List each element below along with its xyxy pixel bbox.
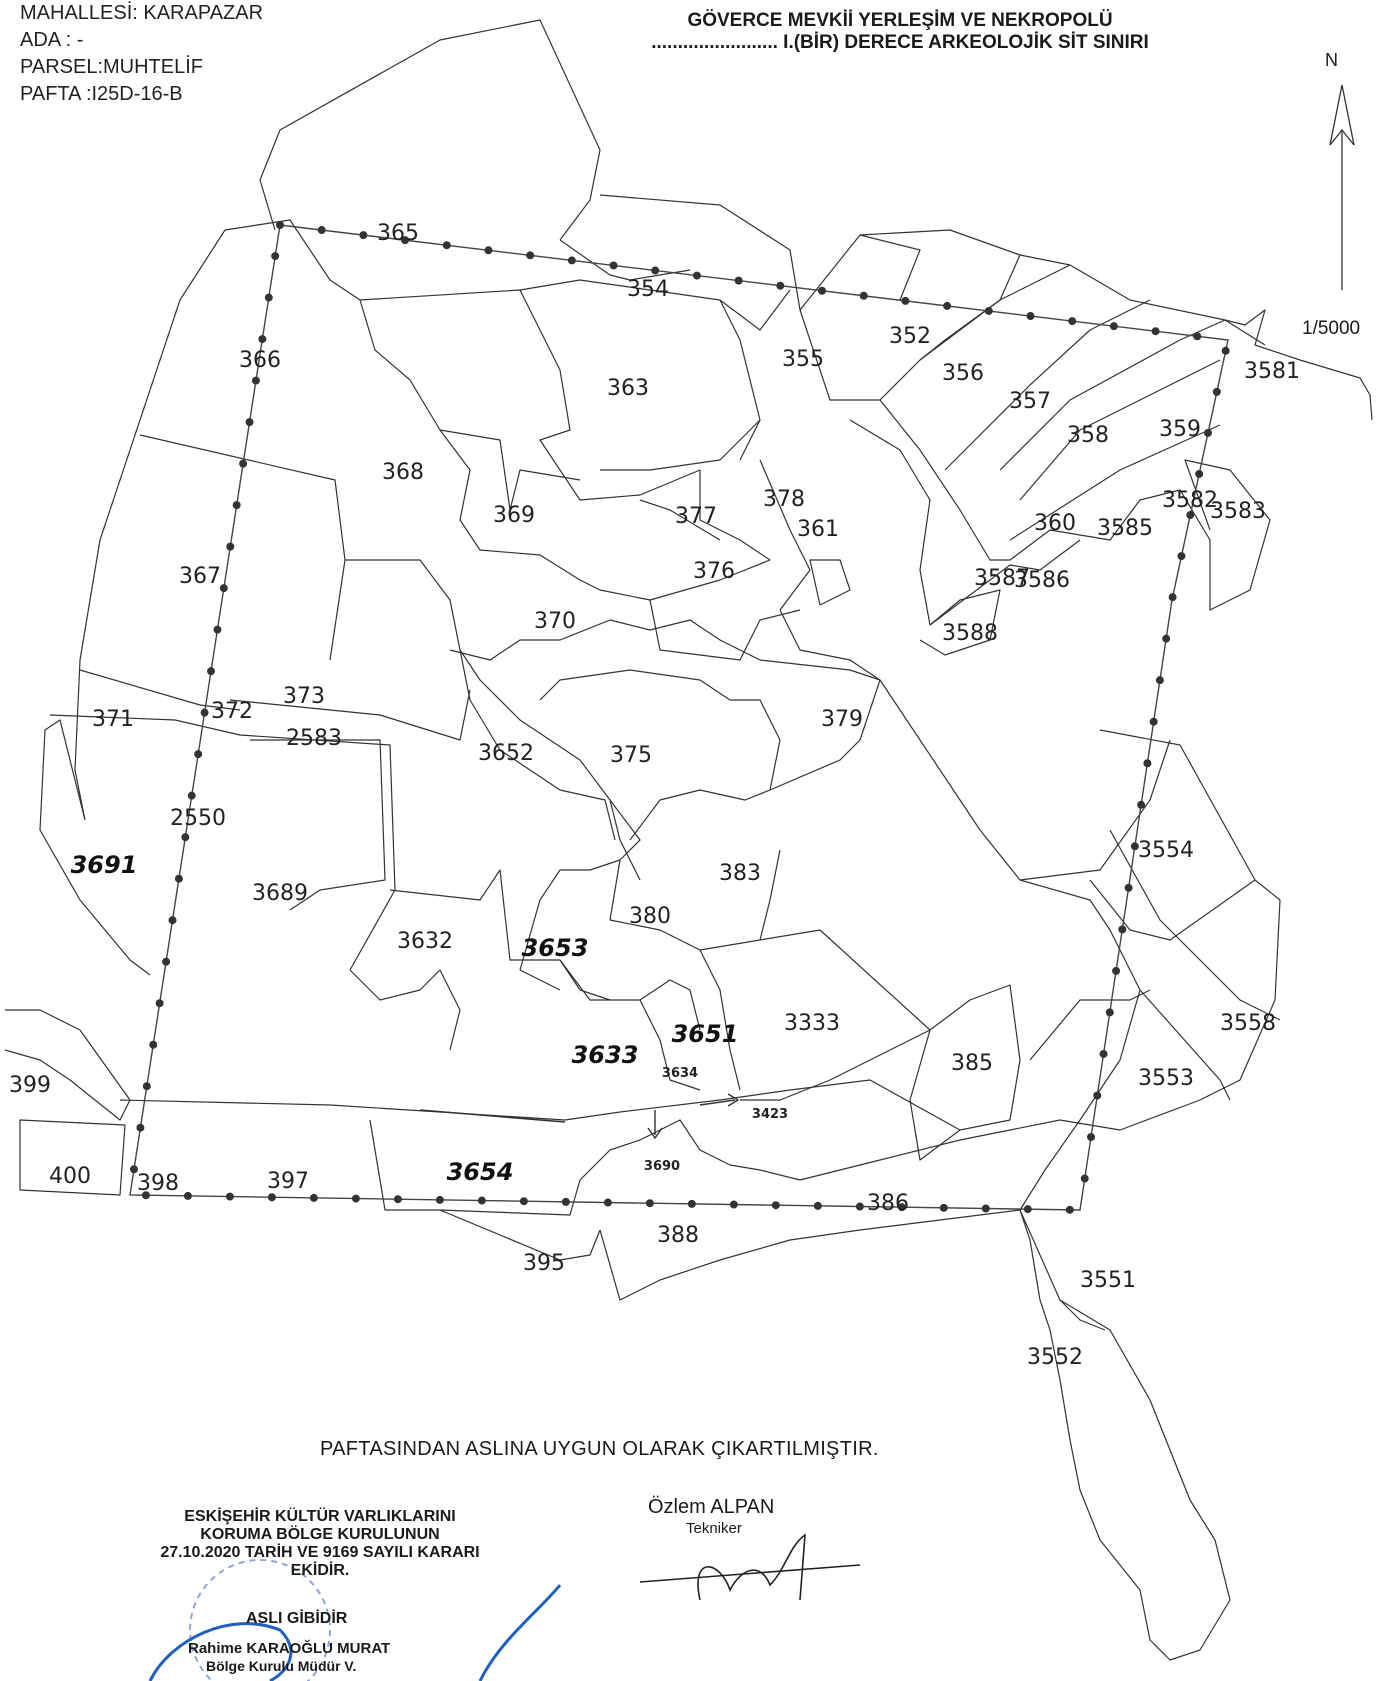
parcel-line: PARSEL:MUHTELİF <box>20 56 203 78</box>
parcel-label-372: 372 <box>211 699 253 724</box>
parcel-label-358: 358 <box>1067 423 1109 448</box>
parcel-label-3652: 3652 <box>478 741 534 766</box>
parcel-labels: 365 354 352 366 363 355 356 357 358 359 3581 368 369… <box>9 221 1300 1370</box>
parcel-label-3552: 3552 <box>1027 1345 1083 1370</box>
technician-signature <box>639 1533 861 1601</box>
certified-copy-label: ASLI GİBİDİR <box>246 1610 348 1627</box>
parcel-label-3588: 3588 <box>942 621 998 646</box>
parcel-label-3633: 3633 <box>572 1041 639 1069</box>
north-arrow-icon <box>1329 84 1355 290</box>
site-boundary <box>125 220 1233 1215</box>
scale-label: 1/5000 <box>1302 318 1361 339</box>
parcel-label-3690: 3690 <box>644 1159 680 1174</box>
parcel-label-3654: 3654 <box>447 1158 514 1186</box>
parcel-label-368: 368 <box>382 460 424 485</box>
parcel-label-385: 385 <box>951 1051 993 1076</box>
parcel-label-356: 356 <box>942 361 984 386</box>
location-header: MAHALLESİ: KARAPAZAR ADA : - PARSEL:MUHT… <box>20 0 263 108</box>
parcel-label-383: 383 <box>719 861 761 886</box>
parcel-label-357: 357 <box>1009 389 1051 414</box>
parcel-label-3558: 3558 <box>1220 1011 1276 1036</box>
parcel-label-2550: 2550 <box>170 806 226 831</box>
parcel-boundaries <box>4 19 1373 1661</box>
technician-title: Tekniker <box>686 1520 742 1537</box>
director-name: Rahime KARAOĞLU MURAT <box>188 1640 391 1657</box>
north-label: N <box>1325 50 1338 70</box>
block-line: ADA : - <box>20 29 84 51</box>
official-stamp <box>189 1559 331 1681</box>
director-title: Bölge Kurulu Müdür V. <box>206 1658 357 1674</box>
parcel-label-3689: 3689 <box>252 881 308 906</box>
parcel-label-363: 363 <box>607 376 649 401</box>
director-signature <box>148 1584 562 1681</box>
parcel-label-360: 360 <box>1034 511 1076 536</box>
title-line-2: ........................ I.(BİR) DERECE … <box>651 32 1149 53</box>
footer-note: PAFTASINDAN ASLINA UYGUN OLARAK ÇIKARTIL… <box>320 1438 879 1460</box>
parcel-label-373: 373 <box>283 684 325 709</box>
parcel-label-379: 379 <box>821 707 863 732</box>
parcel-label-399: 399 <box>9 1073 51 1098</box>
parcel-label-3586: 3586 <box>1014 568 1070 593</box>
district-line: MAHALLESİ: KARAPAZAR <box>20 2 264 24</box>
parcel-label-3582: 3582 <box>1162 488 1218 513</box>
parcel-label-3653: 3653 <box>522 934 589 962</box>
parcel-label-370: 370 <box>534 609 576 634</box>
parcel-label-354: 354 <box>627 277 669 302</box>
parcel-label-375: 375 <box>610 743 652 768</box>
decision-line-3: 27.10.2020 TARİH VE 9169 SAYILI KARARI <box>160 1544 480 1561</box>
parcel-label-3634: 3634 <box>662 1066 698 1081</box>
parcel-label-3551: 3551 <box>1080 1268 1136 1293</box>
parcel-label-369: 369 <box>493 503 535 528</box>
sheet-line: PAFTA :I25D-16-B <box>20 83 183 105</box>
decision-line-1: ESKİŞEHİR KÜLTÜR VARLIKLARINI <box>184 1508 456 1525</box>
decision-line-2: KORUMA BÖLGE KURULUNUN <box>200 1526 440 1543</box>
parcel-label-398: 398 <box>137 1171 179 1196</box>
south-road <box>419 1109 566 1123</box>
parcel-label-388: 388 <box>657 1223 699 1248</box>
parcel-label-400: 400 <box>49 1164 91 1189</box>
parcel-label-378: 378 <box>763 487 805 512</box>
parcel-label-359: 359 <box>1159 417 1201 442</box>
arrow-3690-icon <box>647 1110 663 1140</box>
parcel-label-3333: 3333 <box>784 1011 840 1036</box>
parcel-label-3554: 3554 <box>1138 838 1194 863</box>
parcel-label-367: 367 <box>179 564 221 589</box>
parcel-label-355: 355 <box>782 347 824 372</box>
parcel-label-377: 377 <box>675 504 717 529</box>
parcel-label-380: 380 <box>629 904 671 929</box>
parcel-label-386: 386 <box>867 1191 909 1216</box>
parcel-label-365: 365 <box>377 221 419 246</box>
parcel-label-3553: 3553 <box>1138 1066 1194 1091</box>
parcel-label-371: 371 <box>92 707 134 732</box>
parcel-label-3651: 3651 <box>672 1020 739 1048</box>
parcel-label-366: 366 <box>239 348 281 373</box>
title-line-1: GÖVERCE MEVKİİ YERLEŞİM VE NEKROPOLÜ <box>687 10 1113 31</box>
parcel-label-352: 352 <box>889 324 931 349</box>
parcel-label-2583: 2583 <box>286 726 342 751</box>
technician-name: Özlem ALPAN <box>648 1496 775 1518</box>
parcel-label-3583: 3583 <box>1210 499 1266 524</box>
parcel-label-376: 376 <box>693 559 735 584</box>
parcel-label-395: 395 <box>523 1251 565 1276</box>
parcel-label-3581: 3581 <box>1244 359 1300 384</box>
parcel-label-361: 361 <box>797 517 839 542</box>
arrow-3423-icon <box>699 1093 740 1107</box>
parcel-label-3691: 3691 <box>71 851 138 879</box>
parcel-label-3587: 3587 <box>974 566 1030 591</box>
parcel-label-3423: 3423 <box>752 1107 788 1122</box>
decision-line-4: EKİDİR. <box>290 1562 350 1579</box>
decision-block: ESKİŞEHİR KÜLTÜR VARLIKLARINI KORUMA BÖL… <box>120 1508 520 1580</box>
map-title: GÖVERCE MEVKİİ YERLEŞİM VE NEKROPOLÜ ...… <box>600 10 1200 54</box>
parcel-label-3585: 3585 <box>1097 516 1153 541</box>
parcel-label-397: 397 <box>267 1169 309 1194</box>
parcel-label-3632: 3632 <box>397 929 453 954</box>
